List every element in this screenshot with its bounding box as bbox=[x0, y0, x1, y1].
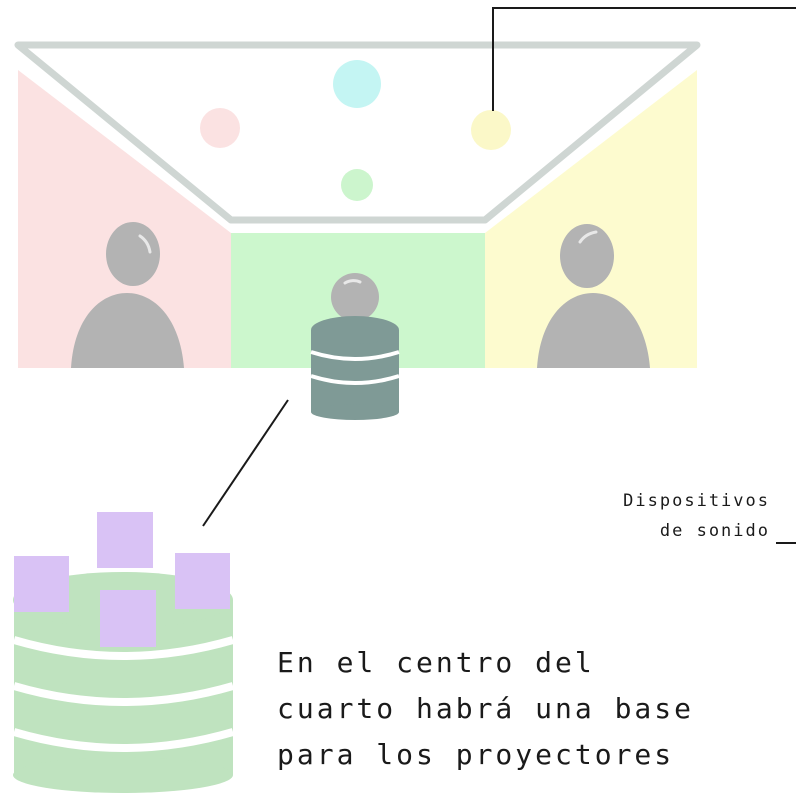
projector-top bbox=[97, 512, 153, 568]
speaker-yellow bbox=[471, 110, 511, 150]
zoom-connector-line bbox=[202, 399, 289, 527]
right-wall bbox=[485, 70, 697, 368]
sound-devices-label-line1: Dispositivos bbox=[623, 491, 770, 511]
base-description-line3: para los proyectores bbox=[277, 738, 675, 771]
base-description-line1: En el centro del bbox=[277, 646, 595, 679]
small-projector-base bbox=[310, 316, 400, 420]
projector-front bbox=[100, 590, 156, 647]
base-description: En el centro del cuarto habrá una base p… bbox=[277, 640, 777, 778]
projector-right bbox=[175, 553, 230, 609]
left-wall bbox=[18, 70, 231, 368]
speaker-green bbox=[341, 169, 373, 201]
projector-left bbox=[14, 556, 69, 612]
sound-devices-label: Dispositivos de sonido bbox=[560, 486, 796, 546]
speaker-pink bbox=[200, 108, 240, 148]
person-right bbox=[537, 224, 650, 368]
ceiling-frame bbox=[14, 41, 701, 224]
sound-callout-line bbox=[492, 7, 796, 111]
speaker-cyan bbox=[333, 60, 381, 108]
person-center bbox=[331, 273, 379, 321]
base-description-line2: cuarto habrá una base bbox=[277, 692, 695, 725]
person-left bbox=[71, 222, 184, 368]
sound-devices-label-line2: de sonido bbox=[659, 521, 770, 541]
